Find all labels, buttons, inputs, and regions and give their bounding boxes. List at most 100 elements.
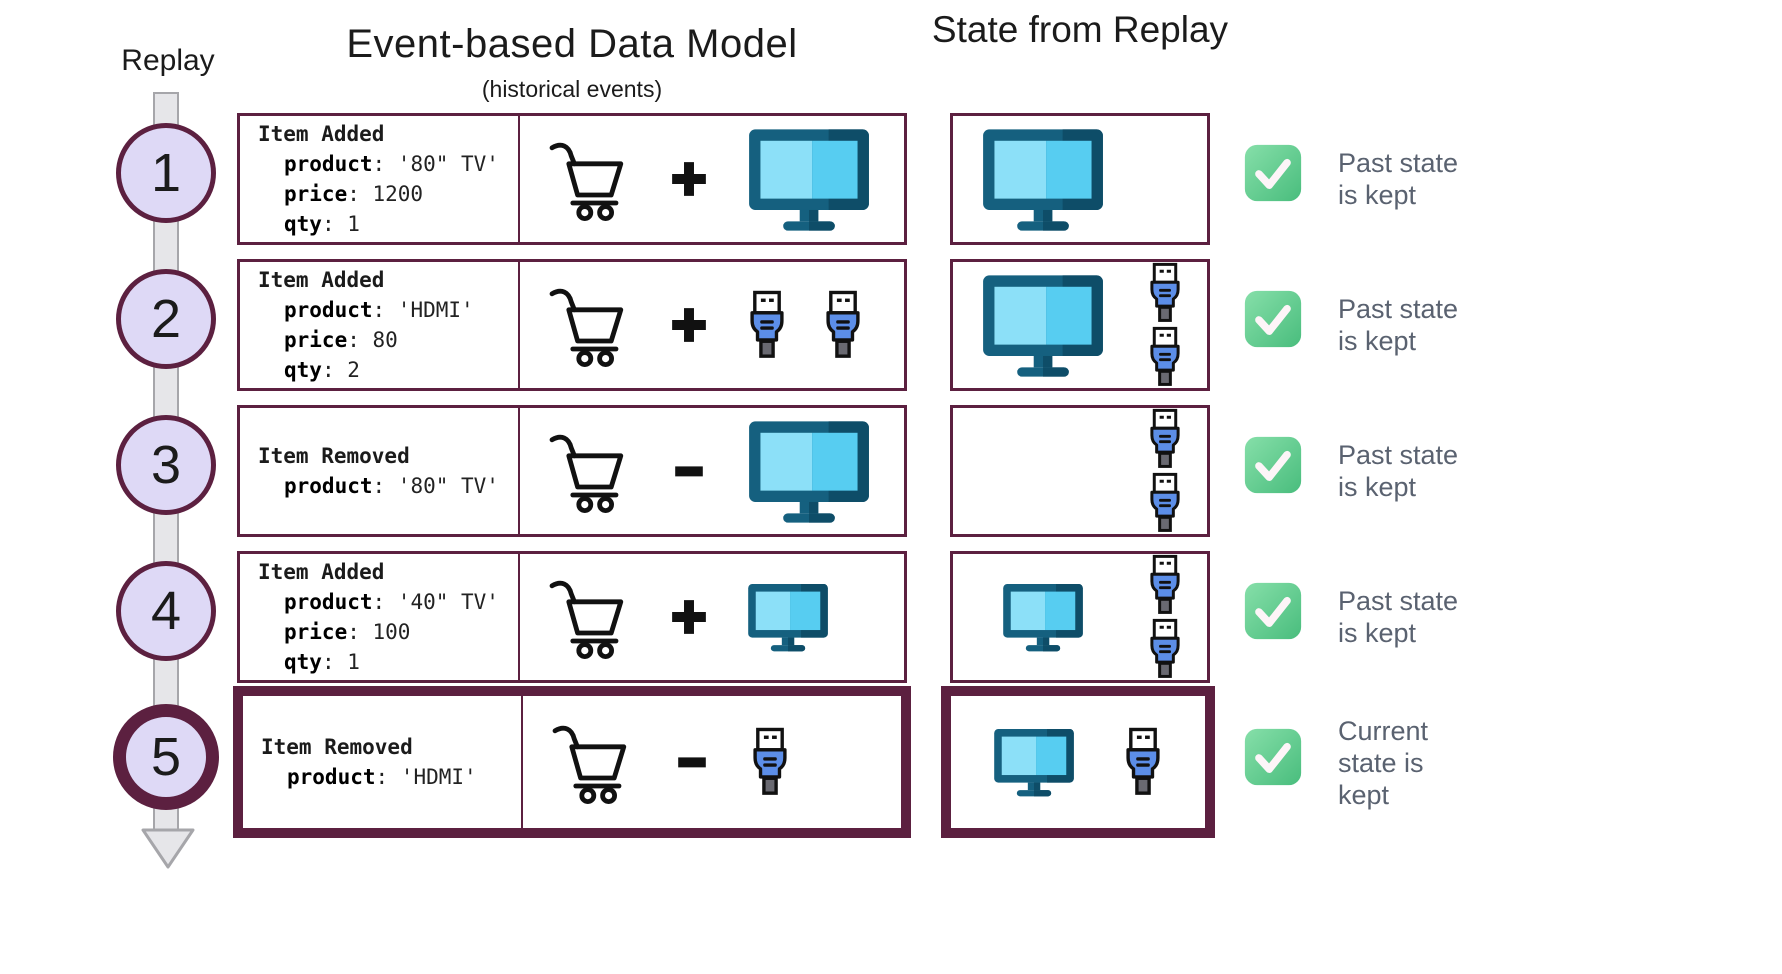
check-icon [1243, 727, 1303, 787]
cart-icon [544, 429, 632, 513]
minus-icon [669, 739, 715, 785]
state-hdmi-stack [1133, 408, 1207, 534]
event-field-key: product [284, 152, 373, 176]
result-label: Current state is kept [1338, 715, 1429, 810]
event-field-value: : '80" TV' [372, 152, 499, 176]
event-field-key: price [284, 328, 348, 352]
event-field-product: product: 'HDMI' [258, 295, 518, 325]
check-icon [1243, 435, 1303, 495]
state-row-3 [950, 405, 1210, 537]
check-icon [1243, 289, 1303, 349]
timeline-step-2: 2 [116, 269, 216, 369]
state-items [953, 554, 1133, 680]
result-label: Past state is kept [1338, 440, 1459, 502]
plus-icon [666, 594, 712, 640]
event-type-label: Item Added [258, 268, 385, 292]
event-field-key: product [284, 590, 373, 614]
result-label: Past state is kept [1338, 586, 1459, 648]
event-field-product: product: '80" TV' [258, 149, 518, 179]
event-field-value: : 1 [321, 212, 360, 236]
cart-icon [547, 720, 635, 804]
result-label-row-1: Past state is kept [1338, 113, 1470, 245]
event-type-label: Item Removed [261, 735, 413, 759]
hdmi-icon [822, 288, 864, 362]
event-icon-cell [520, 408, 904, 534]
event-field-product: product: '40" TV' [258, 587, 518, 617]
hdmi-icon [749, 725, 791, 799]
cart-icon [544, 137, 632, 221]
event-row-5: Item Removed product: 'HDMI' [233, 686, 911, 838]
minus-icon [666, 448, 712, 494]
hdmi-icon [1146, 618, 1184, 680]
event-field-price: price: 80 [258, 325, 518, 355]
event-icon-cell [520, 554, 904, 680]
event-icon-cell [523, 696, 901, 828]
event-field-key: product [284, 474, 373, 498]
event-field-value: : 1 [321, 650, 360, 674]
hdmi-icon [1146, 326, 1184, 388]
event-field-qty: qty: 2 [258, 355, 518, 385]
event-text-cell: Item Removed product: 'HDMI' [243, 696, 523, 828]
tv-icon [746, 418, 872, 524]
hdmi-icon [746, 288, 788, 362]
hdmi-icon [1146, 554, 1184, 616]
tv-icon [746, 126, 872, 232]
state-items [953, 262, 1133, 388]
event-field-key: price [284, 182, 348, 206]
check-icon [1243, 581, 1303, 641]
hdmi-icon [1146, 472, 1184, 534]
plus-icon [666, 156, 712, 202]
result-label-row-2: Past state is kept [1338, 259, 1470, 391]
event-field-qty: qty: 1 [258, 209, 518, 239]
tv-icon [980, 272, 1106, 378]
state-row-4 [950, 551, 1210, 683]
event-field-key: product [287, 765, 376, 789]
event-field-price: price: 1200 [258, 179, 518, 209]
event-field-value: : 100 [347, 620, 411, 644]
state-column-title: State from Replay [931, 9, 1229, 50]
event-field-price: price: 100 [258, 617, 518, 647]
event-type-label: Item Added [258, 560, 385, 584]
tv-icon [992, 727, 1076, 797]
result-label: Past state is kept [1338, 148, 1459, 210]
event-field-value: : 80 [347, 328, 398, 352]
event-field-key: qty [284, 650, 322, 674]
timeline-title: Replay [121, 44, 215, 77]
state-hdmi-stack [1133, 262, 1207, 388]
event-column-title: Event-based Data Model [346, 22, 798, 66]
tv-icon [746, 582, 830, 652]
event-field-value: : 2 [321, 358, 360, 382]
result-label-row-3: Past state is kept [1338, 405, 1470, 537]
event-field-qty: qty: 1 [258, 647, 518, 677]
event-field-key: product [284, 298, 373, 322]
event-field-product: product: '80" TV' [258, 471, 518, 501]
event-field-value: : 'HDMI' [375, 765, 477, 789]
cart-icon [544, 575, 632, 659]
check-icon [1243, 143, 1303, 203]
result-label-row-5: Current state is kept [1338, 690, 1470, 835]
event-field-value: : 'HDMI' [372, 298, 474, 322]
event-icon-cell [520, 262, 904, 388]
state-row-2 [950, 259, 1210, 391]
state-hdmi-stack [1133, 554, 1207, 680]
hdmi-icon [1122, 725, 1164, 799]
timeline-arrowhead-icon [140, 828, 196, 870]
event-icon-cell [520, 116, 904, 242]
state-items [953, 116, 1133, 242]
state-row-5 [941, 686, 1215, 838]
timeline-step-4: 4 [116, 561, 216, 661]
plus-icon [666, 302, 712, 348]
timeline-step-5: 5 [113, 703, 219, 810]
hdmi-icon [1146, 262, 1184, 324]
state-items [953, 408, 1133, 534]
event-field-value: : '80" TV' [372, 474, 499, 498]
